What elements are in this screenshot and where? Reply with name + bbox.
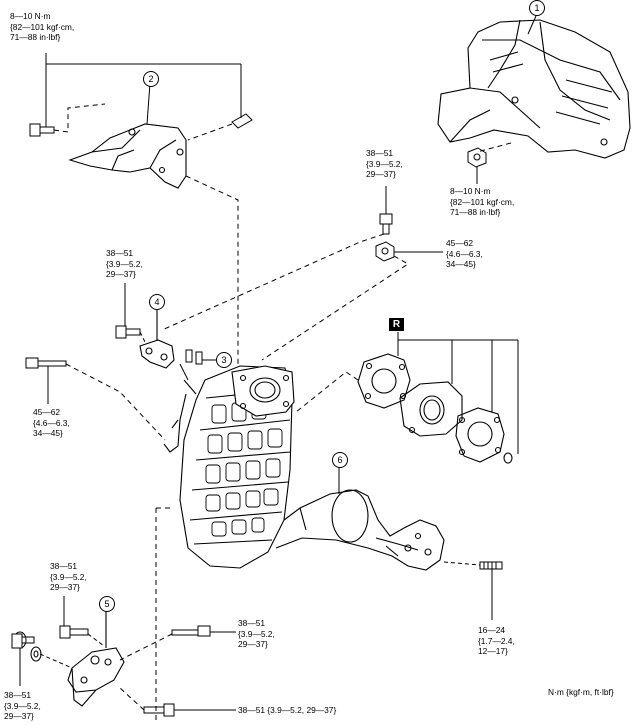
bracket-part-4 xyxy=(139,308,175,369)
nut-part-1 xyxy=(467,147,487,184)
torque-label-7: 38—51 {3.9—5.2, 29—37} xyxy=(238,618,275,650)
torque-line: 8—10 N·m xyxy=(450,186,491,196)
torque-line: 29—37} xyxy=(238,639,268,650)
torque-label-8: 38—51 {3.9—5.2, 29—37} xyxy=(50,561,87,593)
torque-line: 34—45} xyxy=(33,428,63,439)
dash-bolt-8 xyxy=(87,633,105,647)
heat-insulator-lower xyxy=(68,123,187,189)
dash-bolt-6 xyxy=(65,363,166,441)
callout-5: 5 xyxy=(99,596,115,612)
torque-line: 38—51 xyxy=(238,618,266,628)
bolt-torque-3 xyxy=(379,186,393,235)
dash-bolt-11 xyxy=(119,687,145,711)
torque-label-6: 45—62 {4.6—6.3, 34—45} xyxy=(33,407,70,439)
stud-bolt-torque-9 xyxy=(479,561,503,620)
torque-line: 71—88 in·lbf} xyxy=(10,32,61,43)
catalytic-converter xyxy=(163,365,445,571)
torque-line: {1.7—2.4, xyxy=(478,635,515,646)
heat-insulator-upper xyxy=(437,19,631,159)
callout-2: 2 xyxy=(143,71,159,87)
torque-line: {3.9—5.2, xyxy=(238,628,275,639)
nut-torque-4 xyxy=(375,241,443,262)
bolt-torque-11 xyxy=(143,703,175,717)
torque-line: {82—101 kgf·cm, xyxy=(10,21,75,32)
washer-torque-10 xyxy=(30,646,42,662)
gasket-set xyxy=(357,353,513,464)
bolt-torque-5 xyxy=(115,283,141,339)
torque-line: 12—17} xyxy=(478,646,508,657)
torque-label-11: 38—51 {3.9—5.2, 29—37} xyxy=(238,705,336,716)
dash-bolt-5 xyxy=(139,331,147,345)
units-note: N·m {kgf·m, ft·lbf} xyxy=(548,687,614,697)
torque-line: {3.9—5.2, xyxy=(4,700,41,711)
torque-line: {3.9—5.2, xyxy=(366,158,403,169)
callout-4: 4 xyxy=(149,294,165,310)
torque-line: 16—24 xyxy=(478,625,506,635)
torque-label-3: 38—51 {3.9—5.2, 29—37} xyxy=(366,148,403,180)
dash-bolt-10 xyxy=(39,653,73,669)
torque-line: 45—62 xyxy=(33,407,61,417)
torque-line: 38—51 xyxy=(366,148,394,158)
replace-part-mark: R xyxy=(389,318,404,331)
stud-bolts-part-3 xyxy=(185,349,216,365)
bolt-torque-6 xyxy=(25,357,67,404)
bolt-left-part-2 xyxy=(29,123,55,137)
torque-label-10: 38—51 {3.9—5.2, 29—37} xyxy=(4,690,41,722)
torque-line: 45—62 xyxy=(446,238,474,248)
bolt-torque-10 xyxy=(11,631,35,686)
dash-stud-9 xyxy=(443,561,481,566)
leader-callout-2 xyxy=(146,82,151,125)
torque-line: {3.9—5.2, xyxy=(106,258,143,269)
leader-callout-3-to-body xyxy=(179,363,189,381)
torque-line: 8—10 N·m xyxy=(10,11,51,21)
leader-torque-1 xyxy=(45,53,242,127)
torque-label-2: 8—10 N·m {82—101 kgf·cm, 71—88 in·lbf} xyxy=(450,186,514,218)
torque-line: 38—51 xyxy=(50,561,78,571)
callout-6: 6 xyxy=(332,452,348,468)
torque-line: 34—45} xyxy=(446,259,476,270)
bolt-torque-7 xyxy=(171,625,211,637)
torque-line: 29—37} xyxy=(366,169,396,180)
torque-line: {4.6—6.3, xyxy=(446,248,483,259)
torque-line: 29—37} xyxy=(50,582,80,593)
leader-callout-1 xyxy=(527,15,537,35)
torque-line: 38—51 {3.9—5.2, 29—37} xyxy=(238,705,337,715)
dash-upper-fasteners xyxy=(161,233,409,361)
torque-label-9: 16—24 {1.7—2.4, 12—17} xyxy=(478,625,515,657)
dash-part-2 xyxy=(53,103,239,365)
torque-line: {82—101 kgf·cm, xyxy=(450,196,515,207)
torque-line: 38—51 xyxy=(4,690,32,700)
torque-line: {4.6—6.3, xyxy=(33,417,70,428)
bolt-right-part-2 xyxy=(231,110,253,129)
torque-line: 29—37} xyxy=(106,269,136,280)
dash-part-1 xyxy=(476,142,512,153)
torque-line: 71—88 in·lbf} xyxy=(450,207,501,218)
bolt-torque-8 xyxy=(59,596,89,639)
torque-line: {3.9—5.2, xyxy=(50,571,87,582)
callout-1: 1 xyxy=(529,0,545,16)
bracket-part-5 xyxy=(67,612,125,707)
torque-label-5: 38—51 {3.9—5.2, 29—37} xyxy=(106,248,143,280)
torque-line: 29—37} xyxy=(4,711,34,722)
leader-r-gaskets xyxy=(397,332,519,454)
dash-bolt-7 xyxy=(119,633,173,661)
torque-label-1: 8—10 N·m {82—101 kgf·cm, 71—88 in·lbf} xyxy=(10,11,74,43)
torque-label-4: 45—62 {4.6—6.3, 34—45} xyxy=(446,238,483,270)
torque-line: 38—51 xyxy=(106,248,134,258)
dash-gasket xyxy=(295,371,359,413)
callout-3: 3 xyxy=(216,352,232,368)
